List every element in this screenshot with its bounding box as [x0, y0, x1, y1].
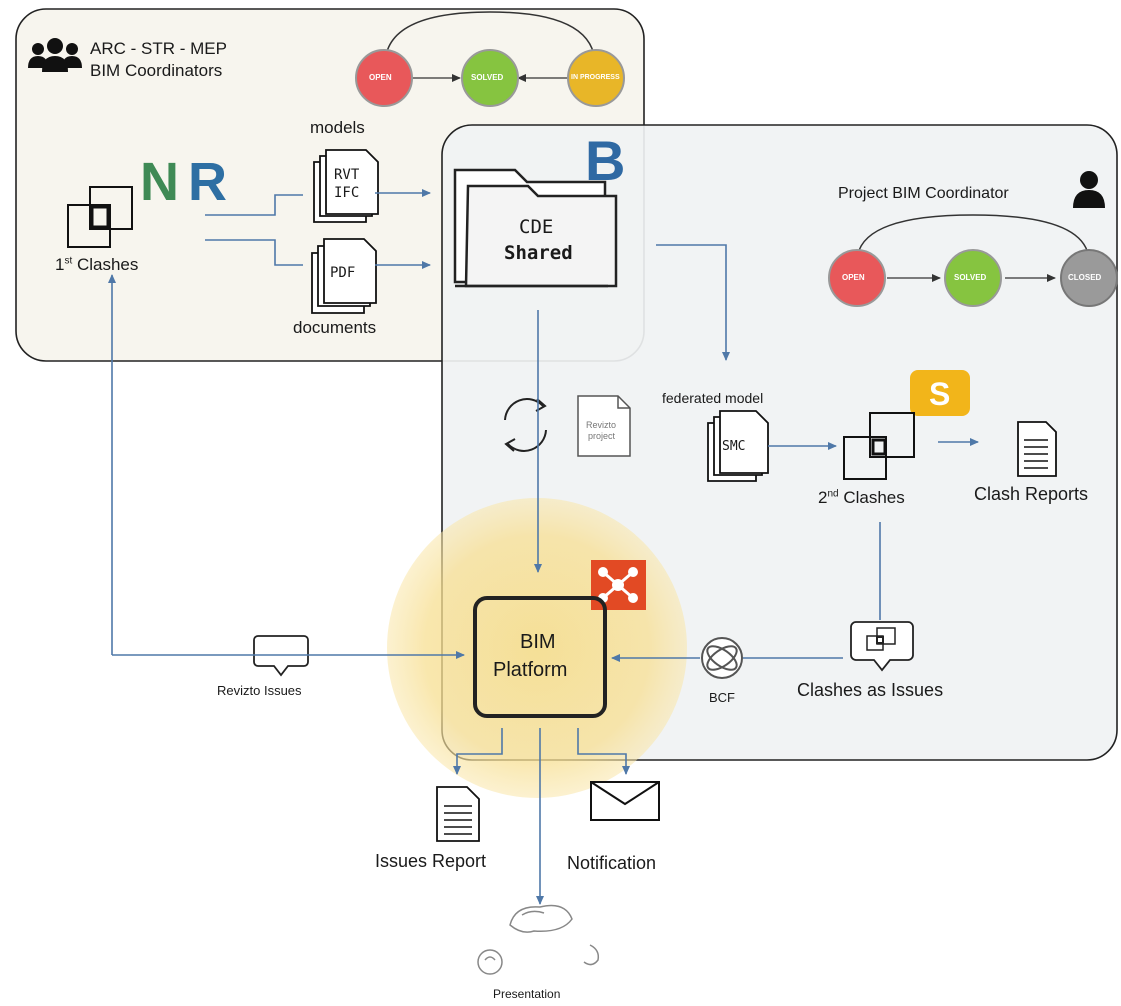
revit-logo: R: [188, 152, 227, 212]
clashes-as-issues-icon: [850, 621, 914, 672]
status-solved-label: SOLVED: [471, 73, 504, 82]
file-pdf-label: PDF: [330, 265, 356, 281]
presentation-sketch-icon: [477, 904, 600, 975]
second-clashes-text: Clashes: [838, 488, 905, 507]
cde-folder-icon: [453, 168, 618, 288]
status-closed-label: CLOSED: [1068, 273, 1102, 282]
svg-text:S: S: [929, 376, 950, 412]
models-label: models: [310, 118, 365, 137]
file-icon-smc: [707, 410, 769, 482]
first-clashes-text: Clashes: [72, 255, 139, 274]
envelope-icon: [590, 781, 660, 821]
team-title-line1: ARC - STR - MEP: [90, 39, 227, 58]
bim-platform-line1: BIM: [520, 631, 556, 653]
file-icon-rvt-ifc: [313, 149, 379, 223]
federated-model-label: federated model: [662, 390, 764, 406]
second-clashes-number: 2: [818, 488, 828, 507]
status-solved: [461, 49, 519, 107]
revizto-project-line1: Revizto: [586, 420, 617, 430]
file-rvt-label: RVT: [334, 167, 360, 183]
second-clashes-ordinal: nd: [827, 488, 839, 500]
presentation-label: Presentation: [493, 987, 561, 1001]
revizto-issues-label: Revizto Issues: [217, 683, 302, 698]
status-open-label: OPEN: [369, 73, 392, 82]
revizto-project-line2: project: [588, 431, 616, 441]
status-open: [355, 49, 413, 107]
smc-label: SMC: [722, 439, 746, 454]
status-closed: [1060, 249, 1118, 307]
first-clashes-number: 1: [55, 255, 65, 274]
status-in-progress-label: IN PROGRESS: [571, 74, 620, 81]
status-in-progress: [567, 49, 625, 107]
navisworks-logo: N: [140, 152, 179, 212]
project-title: Project BIM Coordinator: [838, 185, 1009, 202]
status-open-label-2: OPEN: [842, 273, 865, 282]
svg-text:R: R: [188, 152, 227, 212]
clash-icon-second: [843, 412, 915, 480]
second-clashes-label: 2nd Clashes: [818, 489, 905, 506]
clash-icon-first: [67, 186, 133, 248]
team-icon: [28, 38, 82, 72]
cde-label-line2: Shared: [504, 242, 573, 264]
bcf-logo-icon: [701, 637, 743, 679]
connectors: [108, 189, 979, 905]
person-icon: [1073, 171, 1105, 208]
solibri-logo: S: [910, 370, 970, 416]
status-open-2: [828, 249, 886, 307]
status-workflow-top: [355, 11, 625, 107]
clashes-as-issues-label: Clashes as Issues: [797, 680, 944, 700]
revizto-project-file-icon: [577, 395, 631, 457]
revizto-logo: [591, 560, 646, 610]
first-clashes-ordinal: st: [64, 255, 73, 267]
bim-platform-line2: Platform: [493, 659, 568, 681]
status-workflow-right: [828, 214, 1118, 307]
status-solved-label-2: SOLVED: [954, 273, 987, 282]
bim-platform-box: [473, 596, 607, 718]
first-clashes-label: 1st Clashes: [55, 256, 138, 273]
file-icon-pdf: [311, 238, 377, 314]
notification-label: Notification: [567, 853, 657, 873]
issues-report-icon: [436, 786, 480, 842]
documents-label: documents: [293, 318, 377, 337]
bcf-label: BCF: [709, 690, 735, 705]
clash-reports-label: Clash Reports: [974, 484, 1089, 504]
svg-text:N: N: [140, 152, 179, 212]
status-solved-2: [944, 249, 1002, 307]
issues-report-label: Issues Report: [375, 851, 487, 871]
clash-report-icon: [1017, 421, 1057, 477]
file-ifc-label: IFC: [334, 185, 360, 201]
team-title-line2: BIM Coordinators: [90, 61, 223, 80]
cde-label-line1: CDE: [519, 216, 554, 238]
